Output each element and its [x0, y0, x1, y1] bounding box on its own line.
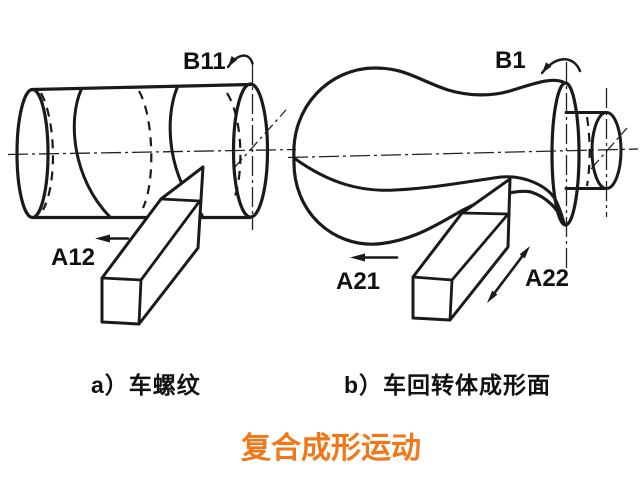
stub-hidden-edge [585, 116, 591, 187]
tool-a-edge-2 [137, 278, 143, 326]
figure-title: 复合成形运动 [241, 432, 421, 465]
oblique-arrowhead-down [487, 290, 498, 303]
panel-b-drawing [287, 58, 639, 322]
cylinder-top-edge [31, 82, 253, 92]
vase-end-face [550, 81, 581, 227]
tool-b-edge-2 [448, 278, 454, 322]
tool-b-edge-4 [460, 211, 511, 216]
tool-b-edge-1 [411, 275, 454, 282]
rotation-arrowhead-b [542, 62, 552, 73]
stub-right-face [590, 111, 623, 190]
feed-arrowhead-b1 [350, 253, 365, 262]
thread-helix-back-2 [138, 90, 153, 209]
thread-helix-front-1 [72, 88, 112, 219]
axis-centerline-a [7, 148, 297, 156]
label-b11: B11 [183, 48, 226, 75]
label-a21: A21 [336, 268, 381, 295]
vase-lower-outline [292, 156, 566, 246]
caption-panel-a: a）车螺纹 [91, 372, 201, 398]
label-b1: B1 [495, 47, 526, 74]
caption-panel-b: b）车回转体成形面 [344, 372, 552, 398]
feed-arrowhead-a [95, 234, 110, 243]
tool-b-body [411, 177, 512, 322]
tool-a-edge-1 [100, 276, 143, 282]
label-a12: A12 [51, 244, 96, 271]
axis-centerline-b [287, 148, 639, 159]
tool-a-edge-3 [139, 200, 201, 282]
oblique-arrowhead-up [519, 246, 530, 259]
vase-upper-outline [292, 66, 565, 160]
panel-a-drawing [7, 54, 297, 326]
tool-a-edge-4 [159, 197, 202, 203]
tool-a-body [100, 165, 205, 326]
tool-b-edge-3 [450, 211, 511, 282]
label-a22: A22 [525, 265, 570, 292]
rotation-arrowhead-a [228, 56, 238, 67]
end-face-diagonal-centerline-a [233, 109, 287, 169]
cylinder-left-face [15, 87, 50, 220]
oblique-feed-arrow-icon-b2 [491, 252, 526, 297]
cylinder-right-face [231, 82, 270, 219]
thread-helix-back-3 [226, 92, 242, 203]
stub-diagonal-centerline-b [590, 127, 628, 170]
